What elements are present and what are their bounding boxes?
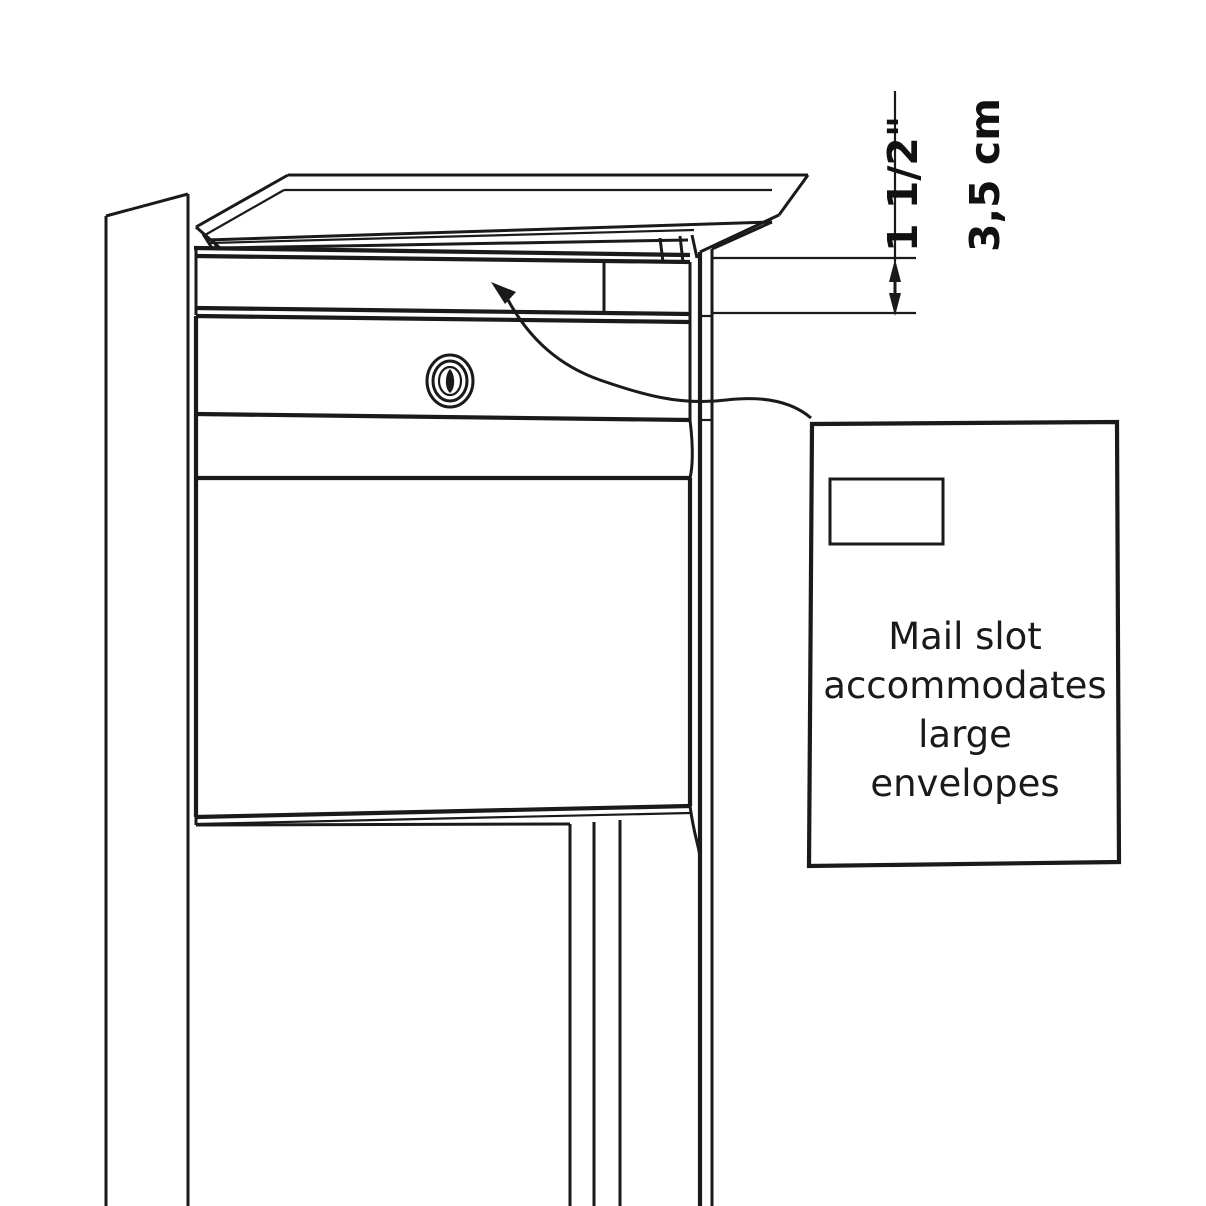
mailbox-door-panel: [193, 313, 691, 481]
mailbox-lid: [193, 173, 810, 263]
callout-text-block: Mail slot accommodates large envelopes: [820, 612, 1110, 808]
lock-cylinder: [425, 353, 475, 409]
mailbox-right-side-face: [688, 249, 714, 1206]
callout-line-3: large: [918, 713, 1012, 756]
mounting-post: [186, 820, 622, 1206]
callout-line-4: envelopes: [870, 762, 1060, 805]
dimension-annotation: [713, 91, 916, 316]
dimension-label-imperial: 1 1/2": [879, 115, 927, 252]
mail-slot-opening: [194, 247, 691, 317]
mailbox-lower-body: [193, 478, 693, 826]
wall-panel: [104, 192, 190, 1206]
callout-line-2: accommodates: [823, 664, 1107, 707]
callout-box: [806, 419, 1122, 869]
envelope-rectangle-icon: [828, 477, 945, 546]
leader-arrow: [491, 282, 812, 420]
callout-line-1: Mail slot: [888, 615, 1042, 658]
dimension-label-metric: 3,5 cm: [961, 98, 1009, 252]
